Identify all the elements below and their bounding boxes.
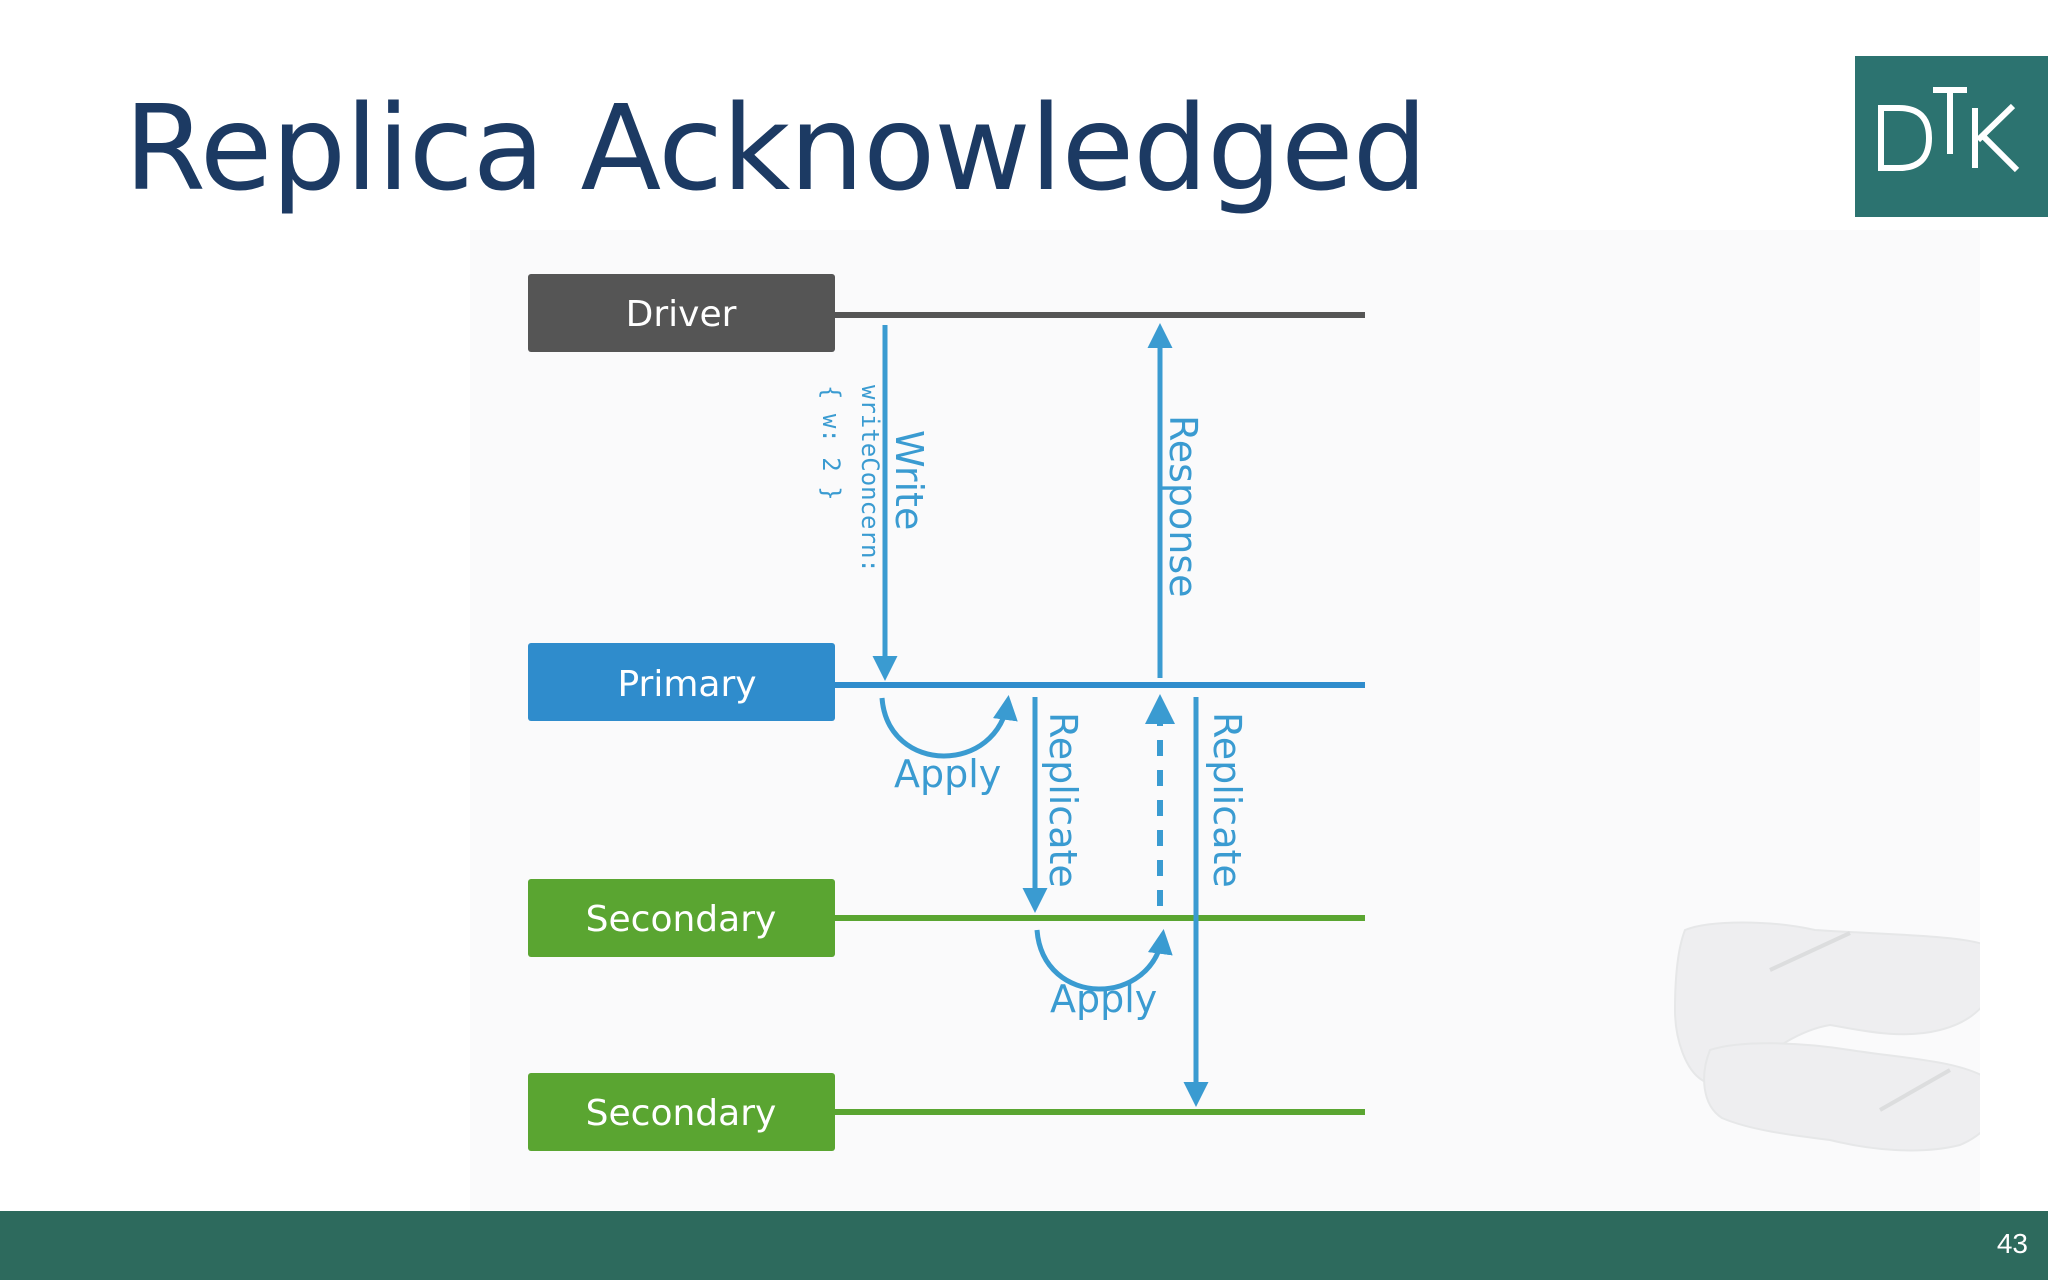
footer-bar [0,1211,2048,1280]
secondary-1-node-label: Secondary [586,899,777,940]
replicate-2-label: Replicate [1205,712,1249,888]
replica-acknowledged-diagram: Driver Primary Secondary Secondary Write… [528,274,1980,1152]
write-label: Write [887,430,931,530]
primary-node [528,643,835,721]
write-concern-value: { w: 2 } [817,385,845,501]
drawing-hands-illustration [1673,921,1980,1152]
apply-secondary-label: Apply [1050,977,1157,1021]
apply-primary-arrow [879,695,1018,759]
driver-node [528,274,835,352]
primary-node-label: Primary [617,664,756,705]
dtk-logo [1855,56,2048,217]
apply-primary-label: Apply [894,752,1001,796]
secondary-2-node [528,1073,835,1151]
driver-node-label: Driver [626,294,737,335]
write-concern-label: writeConcern: [856,385,884,573]
slide-title: Replica Acknowledged [124,79,1427,217]
replicate-1-label: Replicate [1041,712,1085,888]
secondary-2-node-label: Secondary [586,1093,777,1134]
apply-secondary-arrow [1034,929,1173,992]
secondary-1-node [528,879,835,957]
slide-number: 43 [1996,1228,2028,1259]
diagram-panel: Driver Primary Secondary Secondary Write… [470,230,1980,1210]
response-label: Response [1161,415,1205,598]
